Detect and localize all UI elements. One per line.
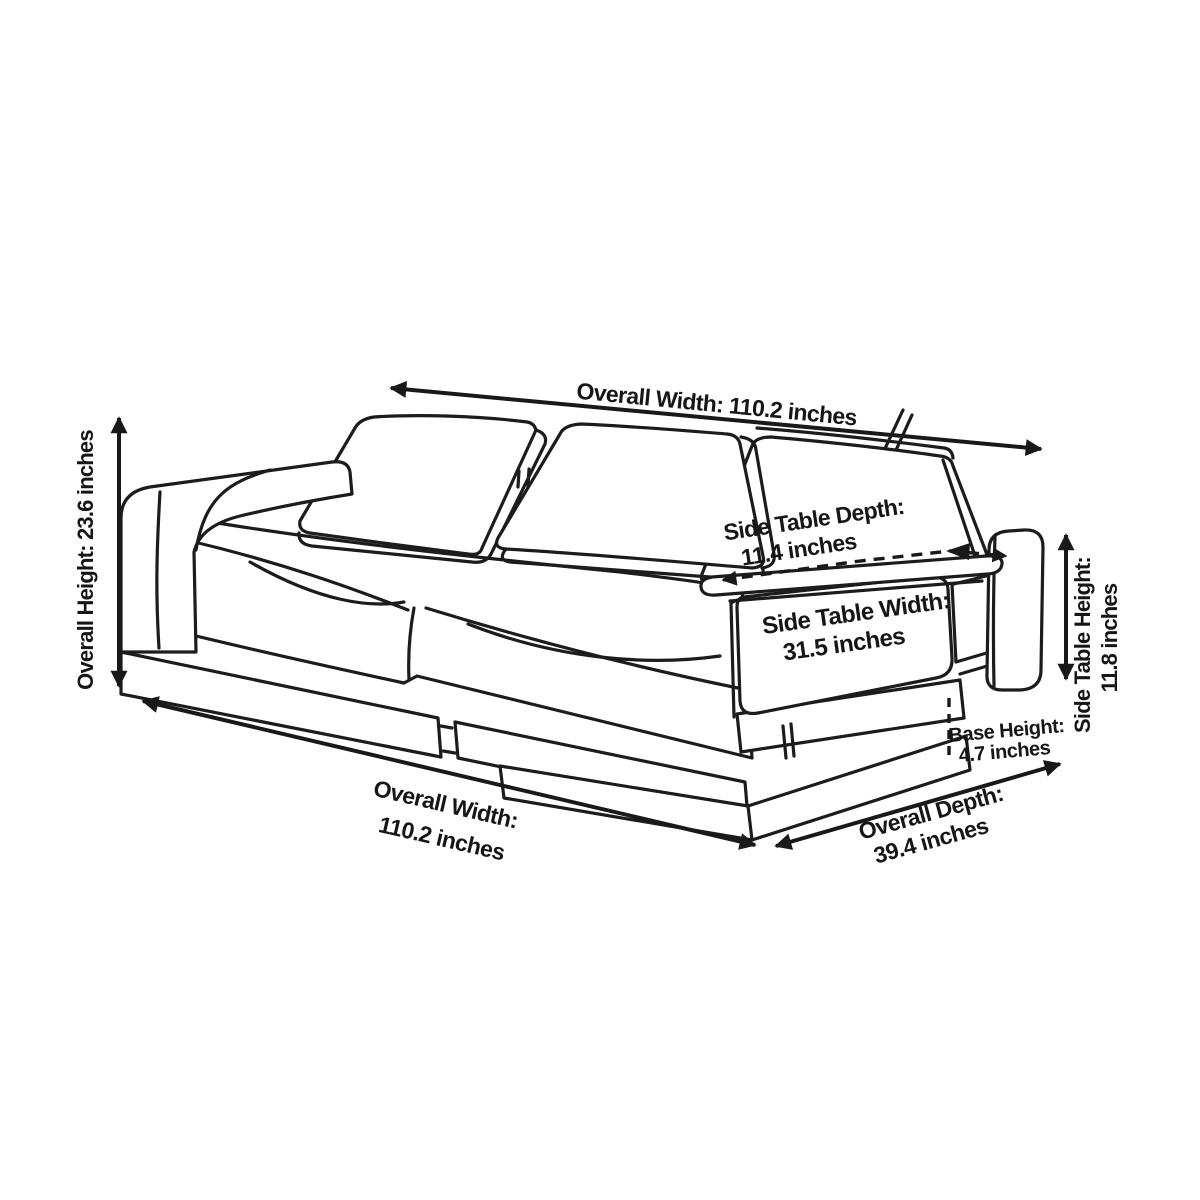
dimension-arrows <box>110 380 1075 850</box>
side-table-depth-arrow <box>721 547 1008 586</box>
side-table-depth-mid-arrowhead <box>946 543 970 560</box>
overall-depth-arrow <box>774 760 1062 850</box>
side-table-height-label: Side Table Height: <box>1070 557 1095 733</box>
overall-width-top-label: Overall Width: 110.2 inches <box>575 378 858 431</box>
dimension-labels: Overall Width: 110.2 inches Overall Heig… <box>73 378 1122 869</box>
overall-width-bottom-arrow <box>141 696 757 850</box>
back-cushion-middle <box>495 422 776 582</box>
side-table-height-value: 11.8 inches <box>1097 583 1122 692</box>
overall-width-top-arrow <box>389 380 1043 457</box>
sofa-line-art <box>119 408 1045 842</box>
left-armrest <box>119 460 354 654</box>
shelf-interior <box>950 574 996 676</box>
overall-height-label: Overall Height: 23.6 inches <box>73 430 98 690</box>
